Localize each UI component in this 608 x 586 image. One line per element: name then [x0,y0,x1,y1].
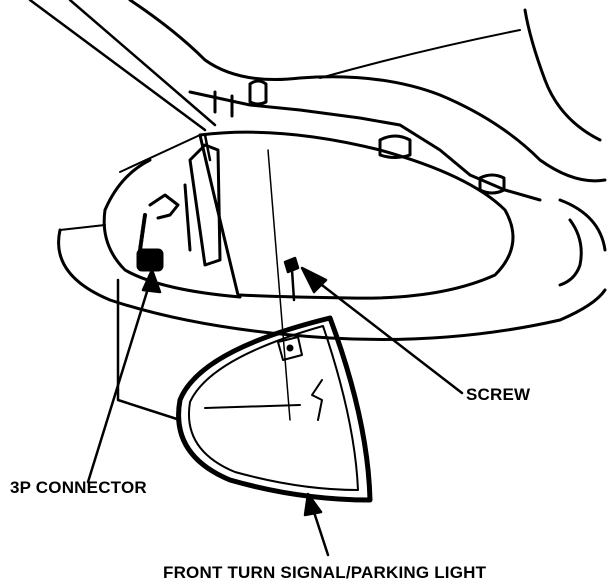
bracket-and-wiring [59,143,222,272]
cowl-panel [188,79,542,202]
connector-callout-line [86,280,152,484]
fender-curve [558,198,607,287]
turn-signal-light-label: FRONT TURN SIGNAL/PARKING LIGHT [163,563,487,582]
connector-arrowhead [141,268,162,294]
connector-label: 3P CONNECTOR [10,478,147,497]
screw-arrowhead [300,266,328,294]
screw-callout-line [316,280,464,395]
hood-outline [128,0,607,183]
headlight-housing [57,130,607,341]
screw-label: SCREW [466,385,531,404]
turn-signal-lens [176,315,373,503]
leader-lines [28,0,291,422]
screw-icon [283,256,300,302]
light-arrowhead [303,492,323,517]
callout-arrows [86,266,464,557]
